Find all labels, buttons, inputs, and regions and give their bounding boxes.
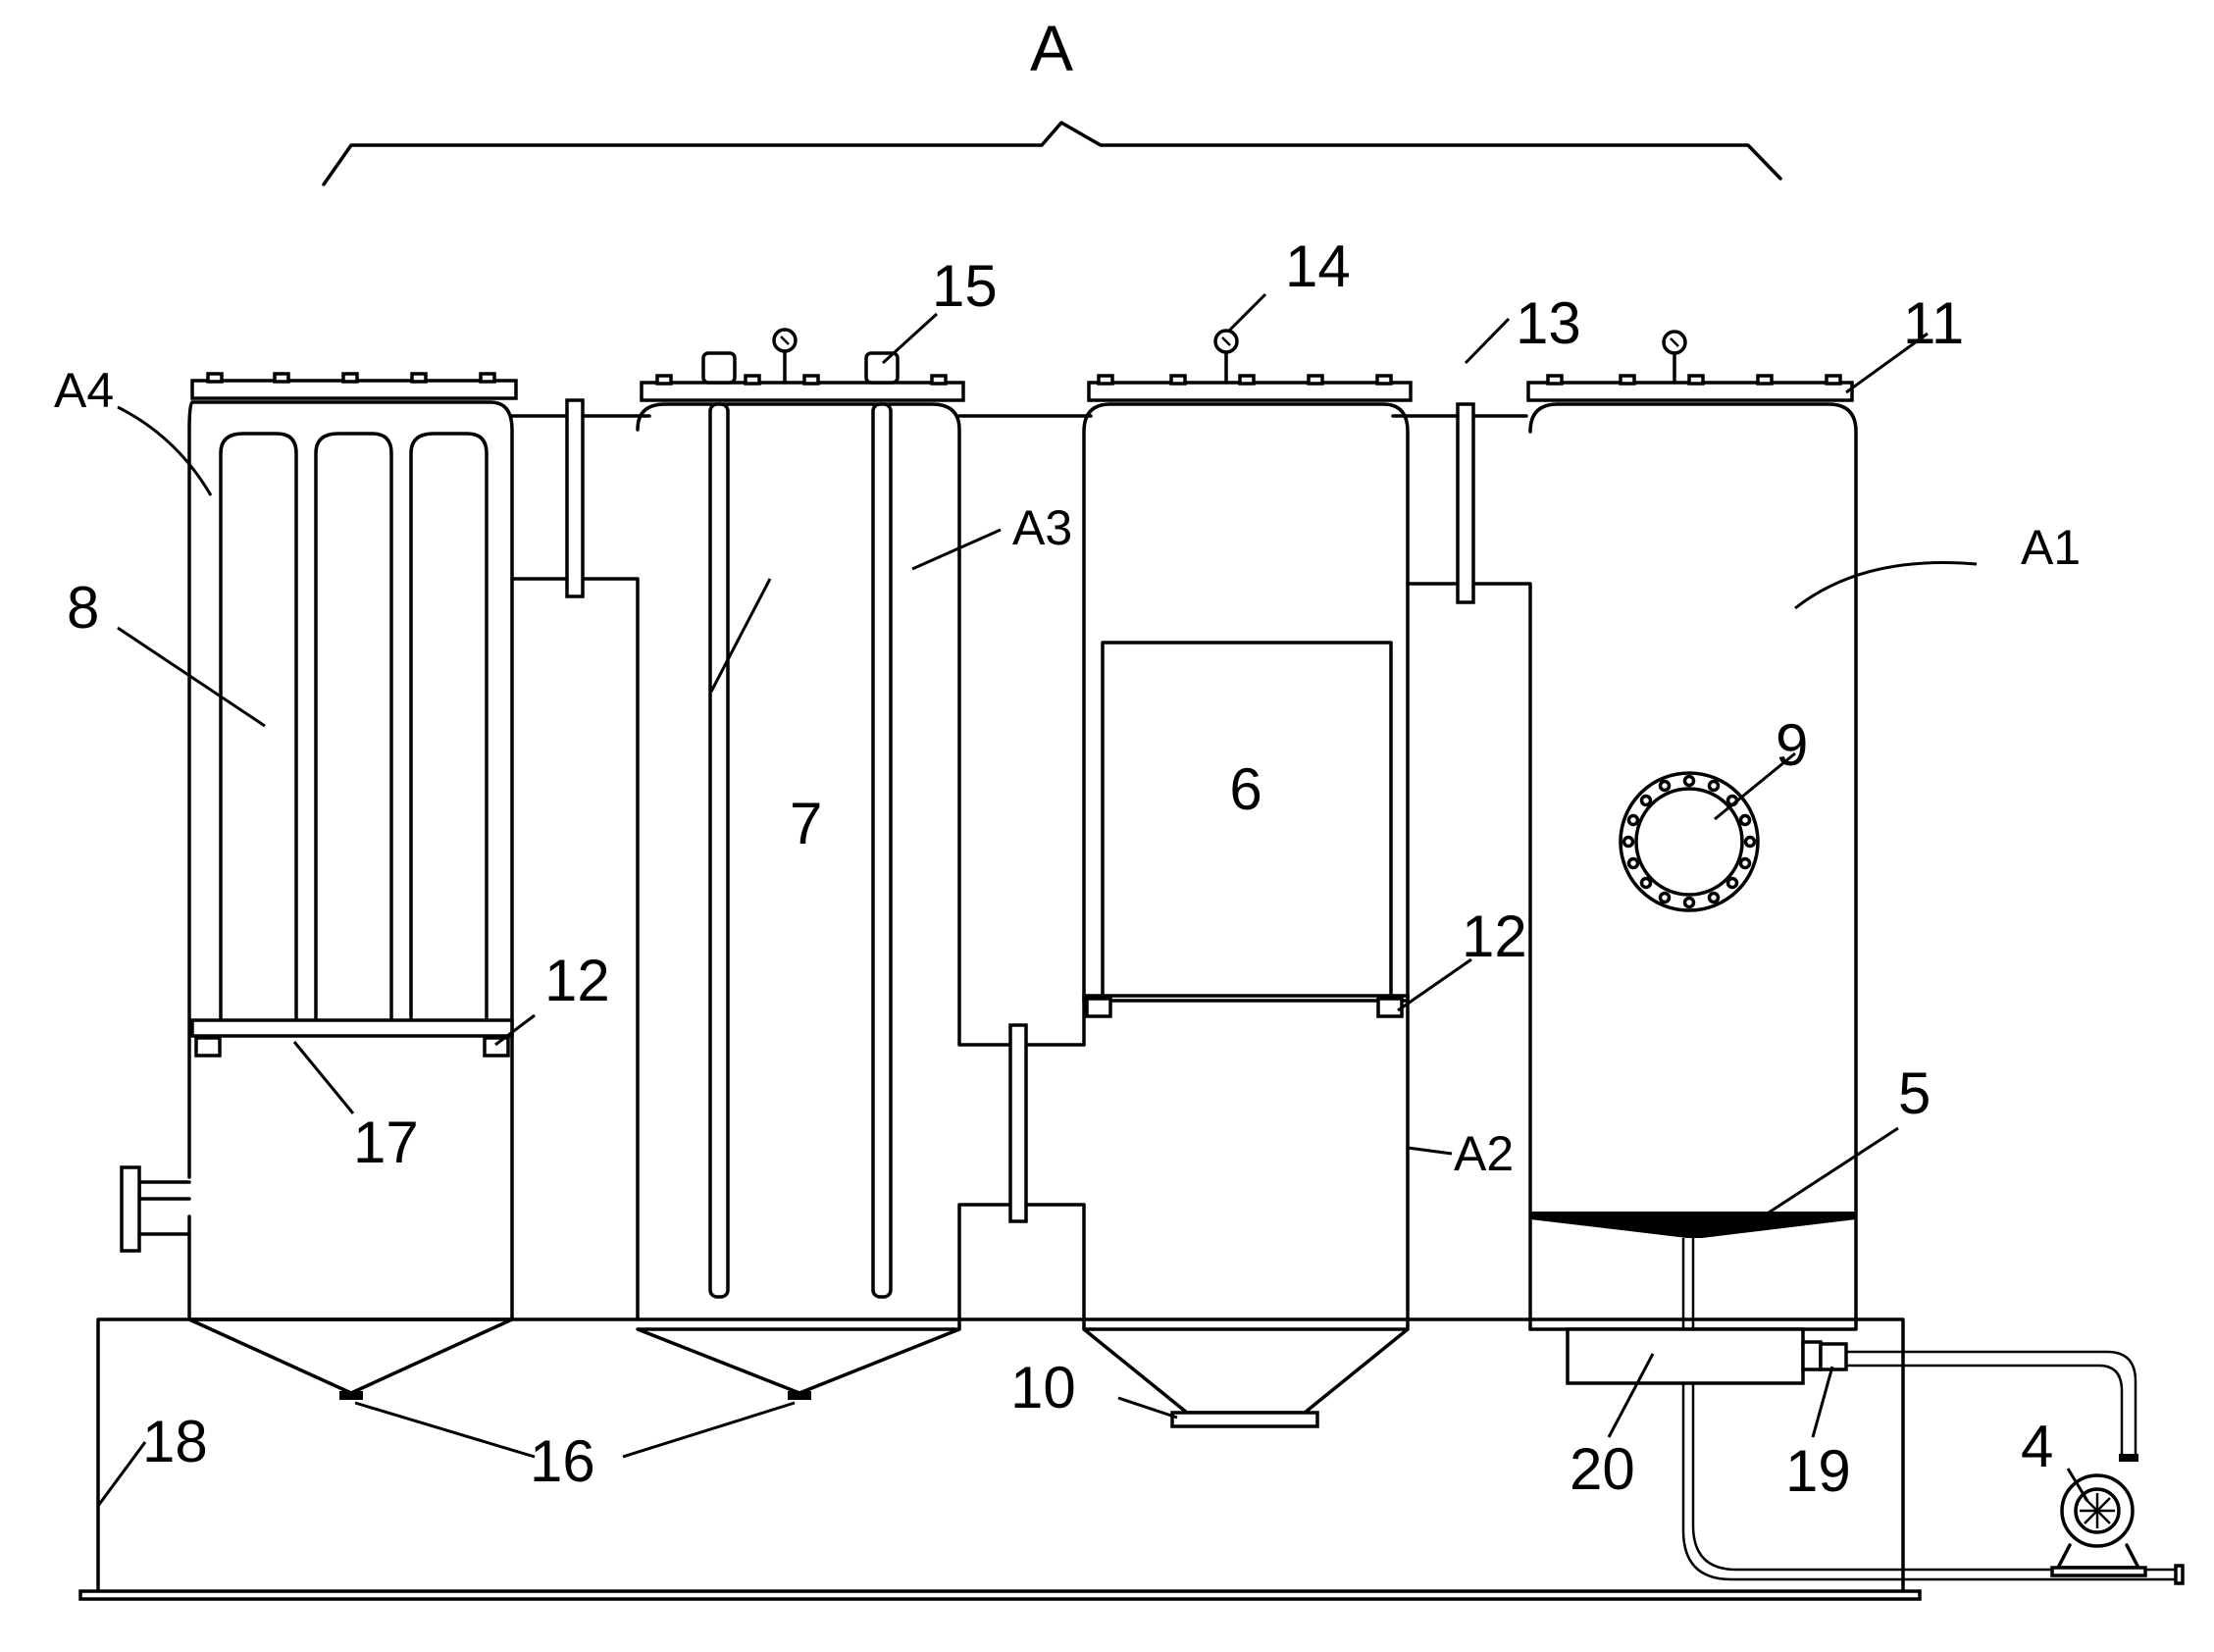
tank-a1 — [1526, 330, 2185, 1585]
a3-pressure-gauge — [772, 328, 798, 385]
label-7: 7 — [790, 791, 822, 856]
riser-a4-a3 — [510, 398, 640, 1321]
module-6 — [1101, 641, 1393, 998]
label-5: 5 — [1898, 1060, 1931, 1126]
tank-a3 — [636, 328, 1086, 1400]
label-19: 19 — [1785, 1438, 1851, 1504]
terminal-box-left — [701, 351, 737, 385]
a2-pressure-gauge — [1213, 329, 1239, 385]
module-6-base — [1082, 994, 1410, 1003]
pump-pipe-joint — [2119, 1454, 2138, 1462]
tank-a4 — [120, 372, 518, 1400]
a4-cover-bolts — [206, 372, 496, 384]
label-12-right: 12 — [1462, 903, 1527, 969]
terminal-box-right — [864, 351, 900, 385]
label-a2: A2 — [1454, 1126, 1514, 1181]
a3-cover-flange — [640, 381, 965, 402]
manhole-9 — [1619, 771, 1760, 912]
labels: A4 8 7 A3 15 14 13 11 A1 6 9 12 12 17 A2… — [54, 233, 2081, 1504]
pump-4 — [2050, 1473, 2147, 1577]
valve-19-flange — [1801, 1340, 1823, 1371]
label-14: 14 — [1285, 233, 1351, 299]
label-a1: A1 — [2021, 520, 2081, 575]
base-frame — [78, 1317, 1922, 1601]
filter-tubes — [219, 432, 489, 1022]
label-20: 20 — [1570, 1436, 1635, 1502]
label-10: 10 — [1010, 1355, 1076, 1420]
pump-pipe — [1846, 1350, 2137, 1462]
drain-valve-left — [339, 1391, 363, 1400]
a1-pressure-gauge — [1662, 330, 1687, 385]
support-plate-17 — [190, 1018, 514, 1038]
label-8: 8 — [67, 575, 99, 641]
label-18: 18 — [142, 1409, 208, 1474]
label-15: 15 — [932, 253, 998, 319]
a3-cover-bolts — [655, 374, 948, 386]
title-label: A — [1030, 12, 1073, 84]
label-17: 17 — [353, 1110, 419, 1175]
a2-bracket-left — [1085, 997, 1112, 1018]
drain-valve-right — [788, 1391, 811, 1400]
tank-a2 — [1082, 329, 1413, 1428]
label-16: 16 — [530, 1428, 595, 1494]
label-a4: A4 — [54, 363, 114, 418]
outlet-10 — [1170, 1411, 1319, 1428]
a2-cover-bolts — [1097, 374, 1393, 386]
a1-cover-bolts — [1546, 374, 1842, 386]
brace — [322, 121, 1782, 186]
box-20 — [1566, 1327, 1805, 1385]
pipe-end — [2174, 1564, 2185, 1585]
side-outlet — [120, 1165, 191, 1253]
leader-lines — [96, 292, 2089, 1507]
a2-bracket-right — [1376, 997, 1404, 1018]
label-12-left: 12 — [544, 948, 610, 1013]
label-6: 6 — [1229, 756, 1261, 822]
central-pipe — [1681, 1238, 2176, 1581]
electrode-rods — [708, 402, 893, 1299]
label-9: 9 — [1776, 712, 1808, 778]
label-a3: A3 — [1012, 500, 1072, 555]
support-bracket-right — [483, 1036, 510, 1058]
valve-19 — [1819, 1342, 1848, 1371]
connector-a3-a2 — [1008, 1023, 1028, 1223]
riser-a2-a1 — [1406, 402, 1532, 1331]
label-4: 4 — [2021, 1414, 2053, 1479]
cone-tray-5 — [1530, 1212, 1856, 1238]
label-13: 13 — [1516, 290, 1581, 356]
label-11: 11 — [1903, 290, 1964, 356]
support-bracket-left — [194, 1036, 222, 1058]
